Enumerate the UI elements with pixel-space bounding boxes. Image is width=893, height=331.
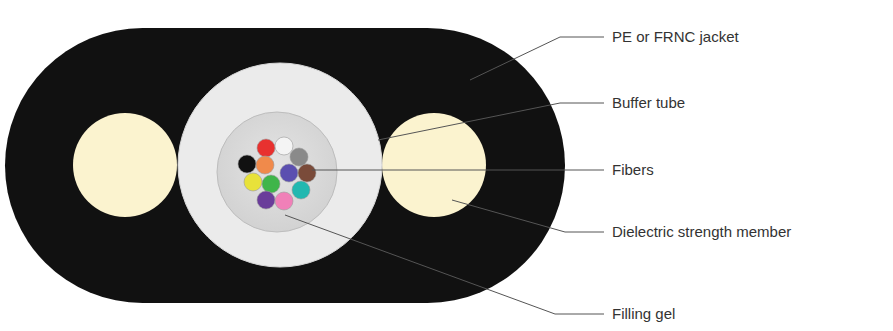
fiber (275, 192, 293, 210)
filling-gel (217, 112, 337, 232)
part-label: PE or FRNC jacket (612, 28, 739, 46)
part-label: Buffer tube (612, 94, 685, 112)
part-label: Dielectric strength member (612, 223, 791, 241)
leader-line (378, 103, 604, 140)
fiber (244, 173, 262, 191)
fiber (275, 137, 293, 155)
fiber (257, 191, 275, 209)
strength-member (73, 113, 177, 217)
leader-line (285, 215, 604, 314)
fiber (292, 181, 310, 199)
fiber (262, 175, 280, 193)
fiber (257, 139, 275, 157)
fiber (238, 155, 256, 173)
fiber (280, 164, 298, 182)
leader-lines (285, 37, 604, 314)
leader-line (312, 170, 604, 171)
part-label: Filling gel (612, 305, 675, 323)
buffer-tube (178, 63, 382, 267)
fiber (290, 148, 308, 166)
jacket (5, 28, 565, 303)
leader-line (470, 37, 604, 80)
part-label: Fibers (612, 161, 654, 179)
fibers (238, 137, 316, 210)
fiber (298, 164, 316, 182)
leader-line (452, 200, 604, 232)
fiber (256, 156, 274, 174)
